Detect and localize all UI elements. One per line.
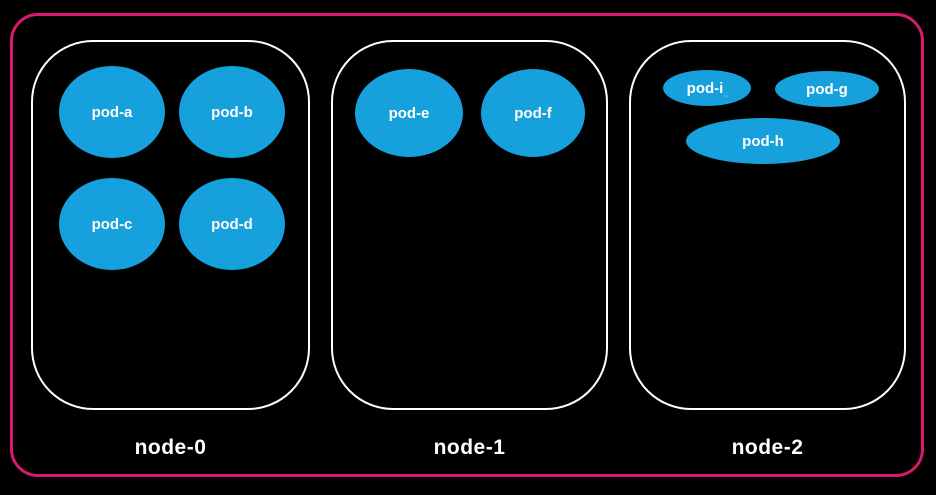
node-box-node-0: [31, 40, 310, 410]
pod-shape-pod-b: pod-b: [179, 66, 285, 158]
pod-label: pod-g: [806, 80, 848, 98]
pod-shape-pod-d: pod-d: [179, 178, 285, 270]
pod-label: pod-b: [211, 103, 253, 121]
pod-shape-pod-a: pod-a: [59, 66, 165, 158]
pod-shape-pod-f: pod-f: [481, 69, 585, 157]
pod-label: pod-e: [388, 104, 430, 122]
pod-shape-pod-g: pod-g: [775, 71, 879, 107]
node-label-node-2: node-2: [731, 436, 804, 459]
pod-label: pod-a: [91, 103, 133, 121]
pod-label: pod-i: [686, 79, 724, 97]
cluster-frame: [10, 13, 924, 477]
text-artifact: ˷: [724, 87, 728, 97]
node-box-node-1: [331, 40, 608, 410]
pod-shape-pod-i: pod-i˷: [663, 70, 751, 106]
pod-label: pod-f: [514, 104, 552, 122]
pod-shape-pod-c: pod-c: [59, 178, 165, 270]
pod-shape-pod-h: pod-h: [686, 118, 840, 164]
node-label-node-1: node-1: [433, 436, 506, 459]
node-label-node-0: node-0: [134, 436, 207, 459]
pod-label: pod-d: [211, 215, 253, 233]
pod-shape-pod-e: pod-e: [355, 69, 463, 157]
pod-label: pod-c: [91, 215, 133, 233]
pod-label: pod-h: [742, 132, 784, 150]
node-box-node-2: [629, 40, 906, 410]
